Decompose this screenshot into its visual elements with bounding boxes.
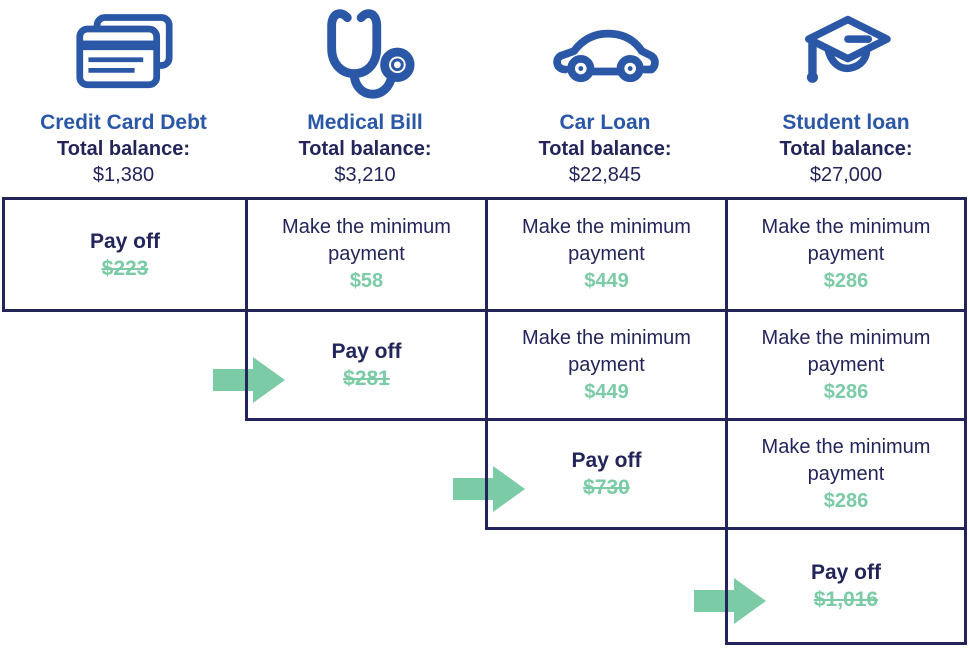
cell-amount: $286 [823, 489, 869, 512]
payoff-cell: Pay off $223 [5, 200, 245, 309]
arrow-right-icon [694, 578, 766, 624]
payoff-cell: Pay off $730 [488, 421, 725, 527]
graduation-cap-icon [725, 4, 967, 104]
cell-label: Make the minimum payment [761, 435, 931, 485]
minimum-payment-cell: Make the minimum payment $286 [725, 200, 964, 309]
cell-amount: $58 [349, 270, 384, 292]
balance-value: $22,845 [568, 164, 642, 186]
balance-value: $27,000 [809, 164, 883, 186]
cell-amount: $449 [584, 270, 629, 292]
debt-title: Credit Card Debt [40, 111, 207, 134]
car-icon [485, 4, 725, 104]
cell-amount: $281 [343, 367, 390, 390]
arrow-right-icon [453, 466, 525, 512]
credit-card-icon [2, 4, 245, 104]
cell-amount: $1,016 [813, 588, 879, 611]
cell-label: Make the minimum payment [761, 216, 931, 265]
cell-amount: $730 [583, 476, 630, 499]
payment-row-1: Pay off $223 Make the minimum payment $5… [2, 197, 967, 312]
balance-label: Total balance: [779, 138, 913, 160]
cell-label: Pay off [571, 449, 642, 472]
cell-label: Pay off [331, 340, 402, 363]
minimum-payment-cell: Make the minimum payment $58 [245, 200, 485, 309]
debt-column-car-loan: Car Loan Total balance: $22,845 [485, 4, 725, 188]
cell-label: Make the minimum payment [282, 216, 451, 265]
cell-amount: $449 [584, 380, 629, 403]
debt-column-student-loan: Student loan Total balance: $27,000 [725, 4, 967, 188]
stethoscope-icon [245, 4, 485, 104]
minimum-payment-cell: Make the minimum payment $449 [485, 312, 725, 418]
cell-label: Pay off [89, 229, 160, 253]
payment-row-4: Pay off $1,016 [725, 527, 967, 645]
payment-row-3: Pay off $730 Make the minimum payment $2… [485, 418, 967, 530]
cell-label: Make the minimum payment [522, 216, 691, 265]
debt-title: Medical Bill [307, 111, 423, 134]
cell-label: Make the minimum payment [761, 326, 931, 376]
cell-amount: $223 [101, 256, 149, 280]
minimum-payment-cell: Make the minimum payment $286 [725, 421, 964, 527]
balance-value: $3,210 [334, 164, 396, 186]
balance-label: Total balance: [57, 138, 190, 160]
minimum-payment-cell: Make the minimum payment $449 [485, 200, 725, 309]
balance-value: $1,380 [92, 164, 155, 186]
cell-label: Make the minimum payment [522, 326, 691, 376]
minimum-payment-cell: Make the minimum payment $286 [725, 312, 964, 418]
balance-label: Total balance: [538, 138, 672, 160]
cell-label: Pay off [810, 561, 881, 584]
debt-title: Student loan [782, 111, 910, 134]
debt-headers: Credit Card Debt Total balance: $1,380 M… [2, 4, 967, 188]
debt-column-medical-bill: Medical Bill Total balance: $3,210 [245, 4, 485, 188]
balance-label: Total balance: [298, 138, 432, 160]
cell-amount: $286 [823, 270, 869, 292]
arrow-right-icon [213, 357, 285, 403]
debt-title: Car Loan [559, 111, 651, 134]
cell-amount: $286 [823, 380, 869, 403]
payoff-cell: Pay off $1,016 [728, 530, 964, 642]
debt-column-credit-card: Credit Card Debt Total balance: $1,380 [2, 4, 245, 188]
payoff-cell: Pay off $281 [248, 312, 485, 418]
payment-row-2: Pay off $281 Make the minimum payment $4… [245, 309, 967, 421]
